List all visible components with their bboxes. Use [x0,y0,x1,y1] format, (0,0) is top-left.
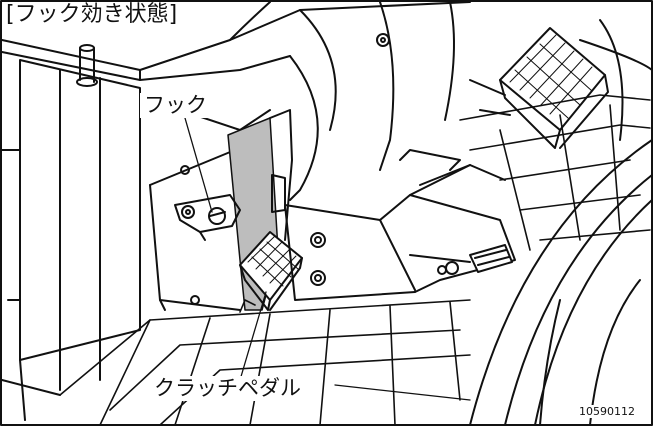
small-pedal [409,244,513,275]
hook-label: フック [140,93,211,118]
hook-leader-line [184,117,213,213]
brake-pedal [469,27,609,149]
left-panel [1,39,141,421]
clutch-pedal [239,231,303,311]
clutch-pedal-label: クラッチペダル [150,376,305,401]
clutch-leader-line-1 [239,291,267,381]
leader-lines [184,117,471,401]
center-bracket [284,149,516,301]
figure-title: [フック効き状態] [2,2,182,30]
tire [469,19,653,426]
post-bolt [76,44,98,87]
hook-part [174,194,241,241]
floor-grid [59,299,471,426]
clutch-leader-line-2 [334,384,471,401]
figure-code: 10590112 [576,405,638,418]
right-floor-grid [459,94,651,251]
upper-housing [139,1,471,201]
